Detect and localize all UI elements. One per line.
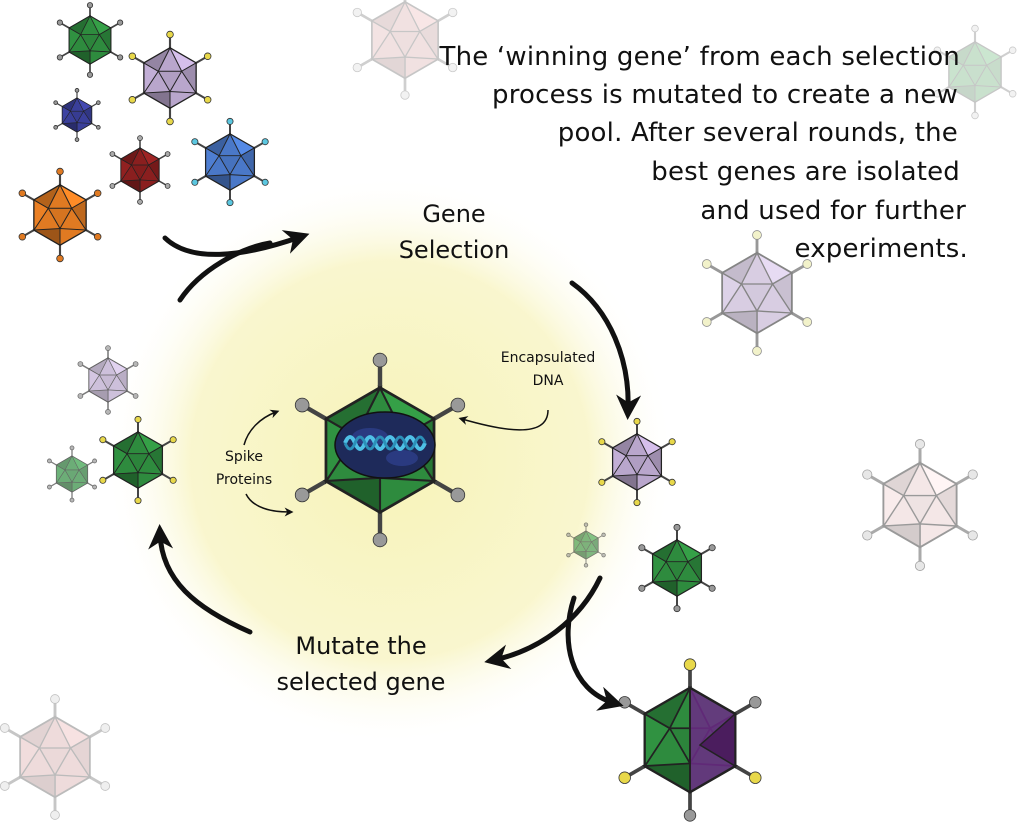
- faded-virus: [933, 24, 1017, 120]
- arrow-dna-pointer: [458, 409, 549, 431]
- faded-virus: [701, 230, 813, 356]
- label-dna-line1: Encapsulated: [501, 350, 596, 366]
- virus-navy: [53, 88, 101, 142]
- virus-orange: [18, 167, 102, 263]
- virus-lilac: [128, 30, 212, 126]
- description-line: best genes are isolated: [651, 157, 960, 187]
- virus-green: [99, 415, 177, 505]
- virus-blue: [191, 117, 269, 207]
- arrow-mutation-to-pool: [148, 524, 253, 635]
- virus-green: [56, 2, 124, 78]
- step-mutation-line1: Mutate the: [295, 632, 426, 660]
- arrow-selection-to-pool: [569, 280, 642, 420]
- faded-virus: [0, 694, 111, 820]
- arrow-into-selection: [162, 230, 310, 257]
- step-selection-line2: Selection: [399, 236, 510, 264]
- virus-green: [566, 522, 606, 568]
- arrow-pool-to-winner: [565, 595, 624, 711]
- description-line: pool. After several rounds, the: [557, 118, 958, 148]
- label-dna-line2: DNA: [533, 373, 564, 389]
- step-mutation-line2: selected gene: [277, 668, 446, 696]
- description-line: and used for further: [700, 196, 966, 226]
- virus-lilac: [77, 345, 139, 415]
- step-selection-line1: Gene: [422, 200, 485, 228]
- faded-virus: [352, 0, 458, 100]
- virus-winner: [618, 658, 762, 822]
- central-virus: [294, 352, 466, 548]
- description-line: experiments.: [794, 234, 968, 264]
- encapsulated-dna: [334, 411, 436, 479]
- virus-lilac: [598, 417, 676, 507]
- virus-green: [638, 523, 716, 613]
- virus-green: [46, 445, 98, 503]
- virus-maroon: [109, 135, 171, 205]
- description-line: The ‘winning gene’ from each selection: [439, 42, 960, 72]
- arrow-spike-up: [243, 409, 280, 446]
- arrow-pool-to-mutation: [484, 575, 603, 670]
- description-line: process is mutated to create a new: [491, 80, 958, 110]
- label-spikes-line2: Proteins: [216, 472, 272, 488]
- arrow-cycle-left-top: [177, 240, 273, 303]
- faded-virus: [862, 439, 978, 571]
- arrow-spike-down: [245, 493, 294, 517]
- label-spikes-line1: Spike: [225, 449, 263, 465]
